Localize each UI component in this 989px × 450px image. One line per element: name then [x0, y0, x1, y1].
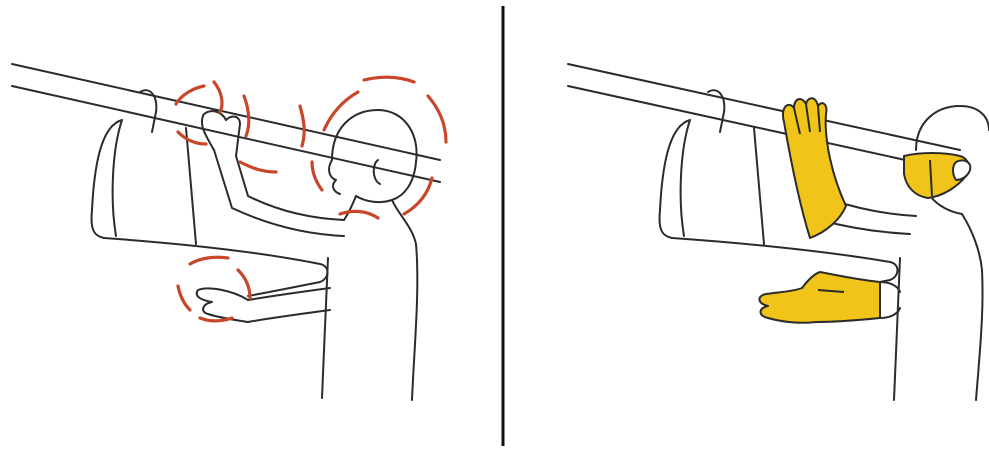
panel-without-ppe [12, 64, 446, 400]
pipe [568, 64, 960, 172]
face-mask-icon [904, 153, 970, 198]
pipe-insulation [660, 120, 898, 294]
worker [197, 110, 418, 400]
worker [820, 106, 989, 400]
pipe-insulation [92, 120, 328, 296]
panel-with-ppe [568, 64, 989, 400]
pipe [12, 64, 440, 182]
